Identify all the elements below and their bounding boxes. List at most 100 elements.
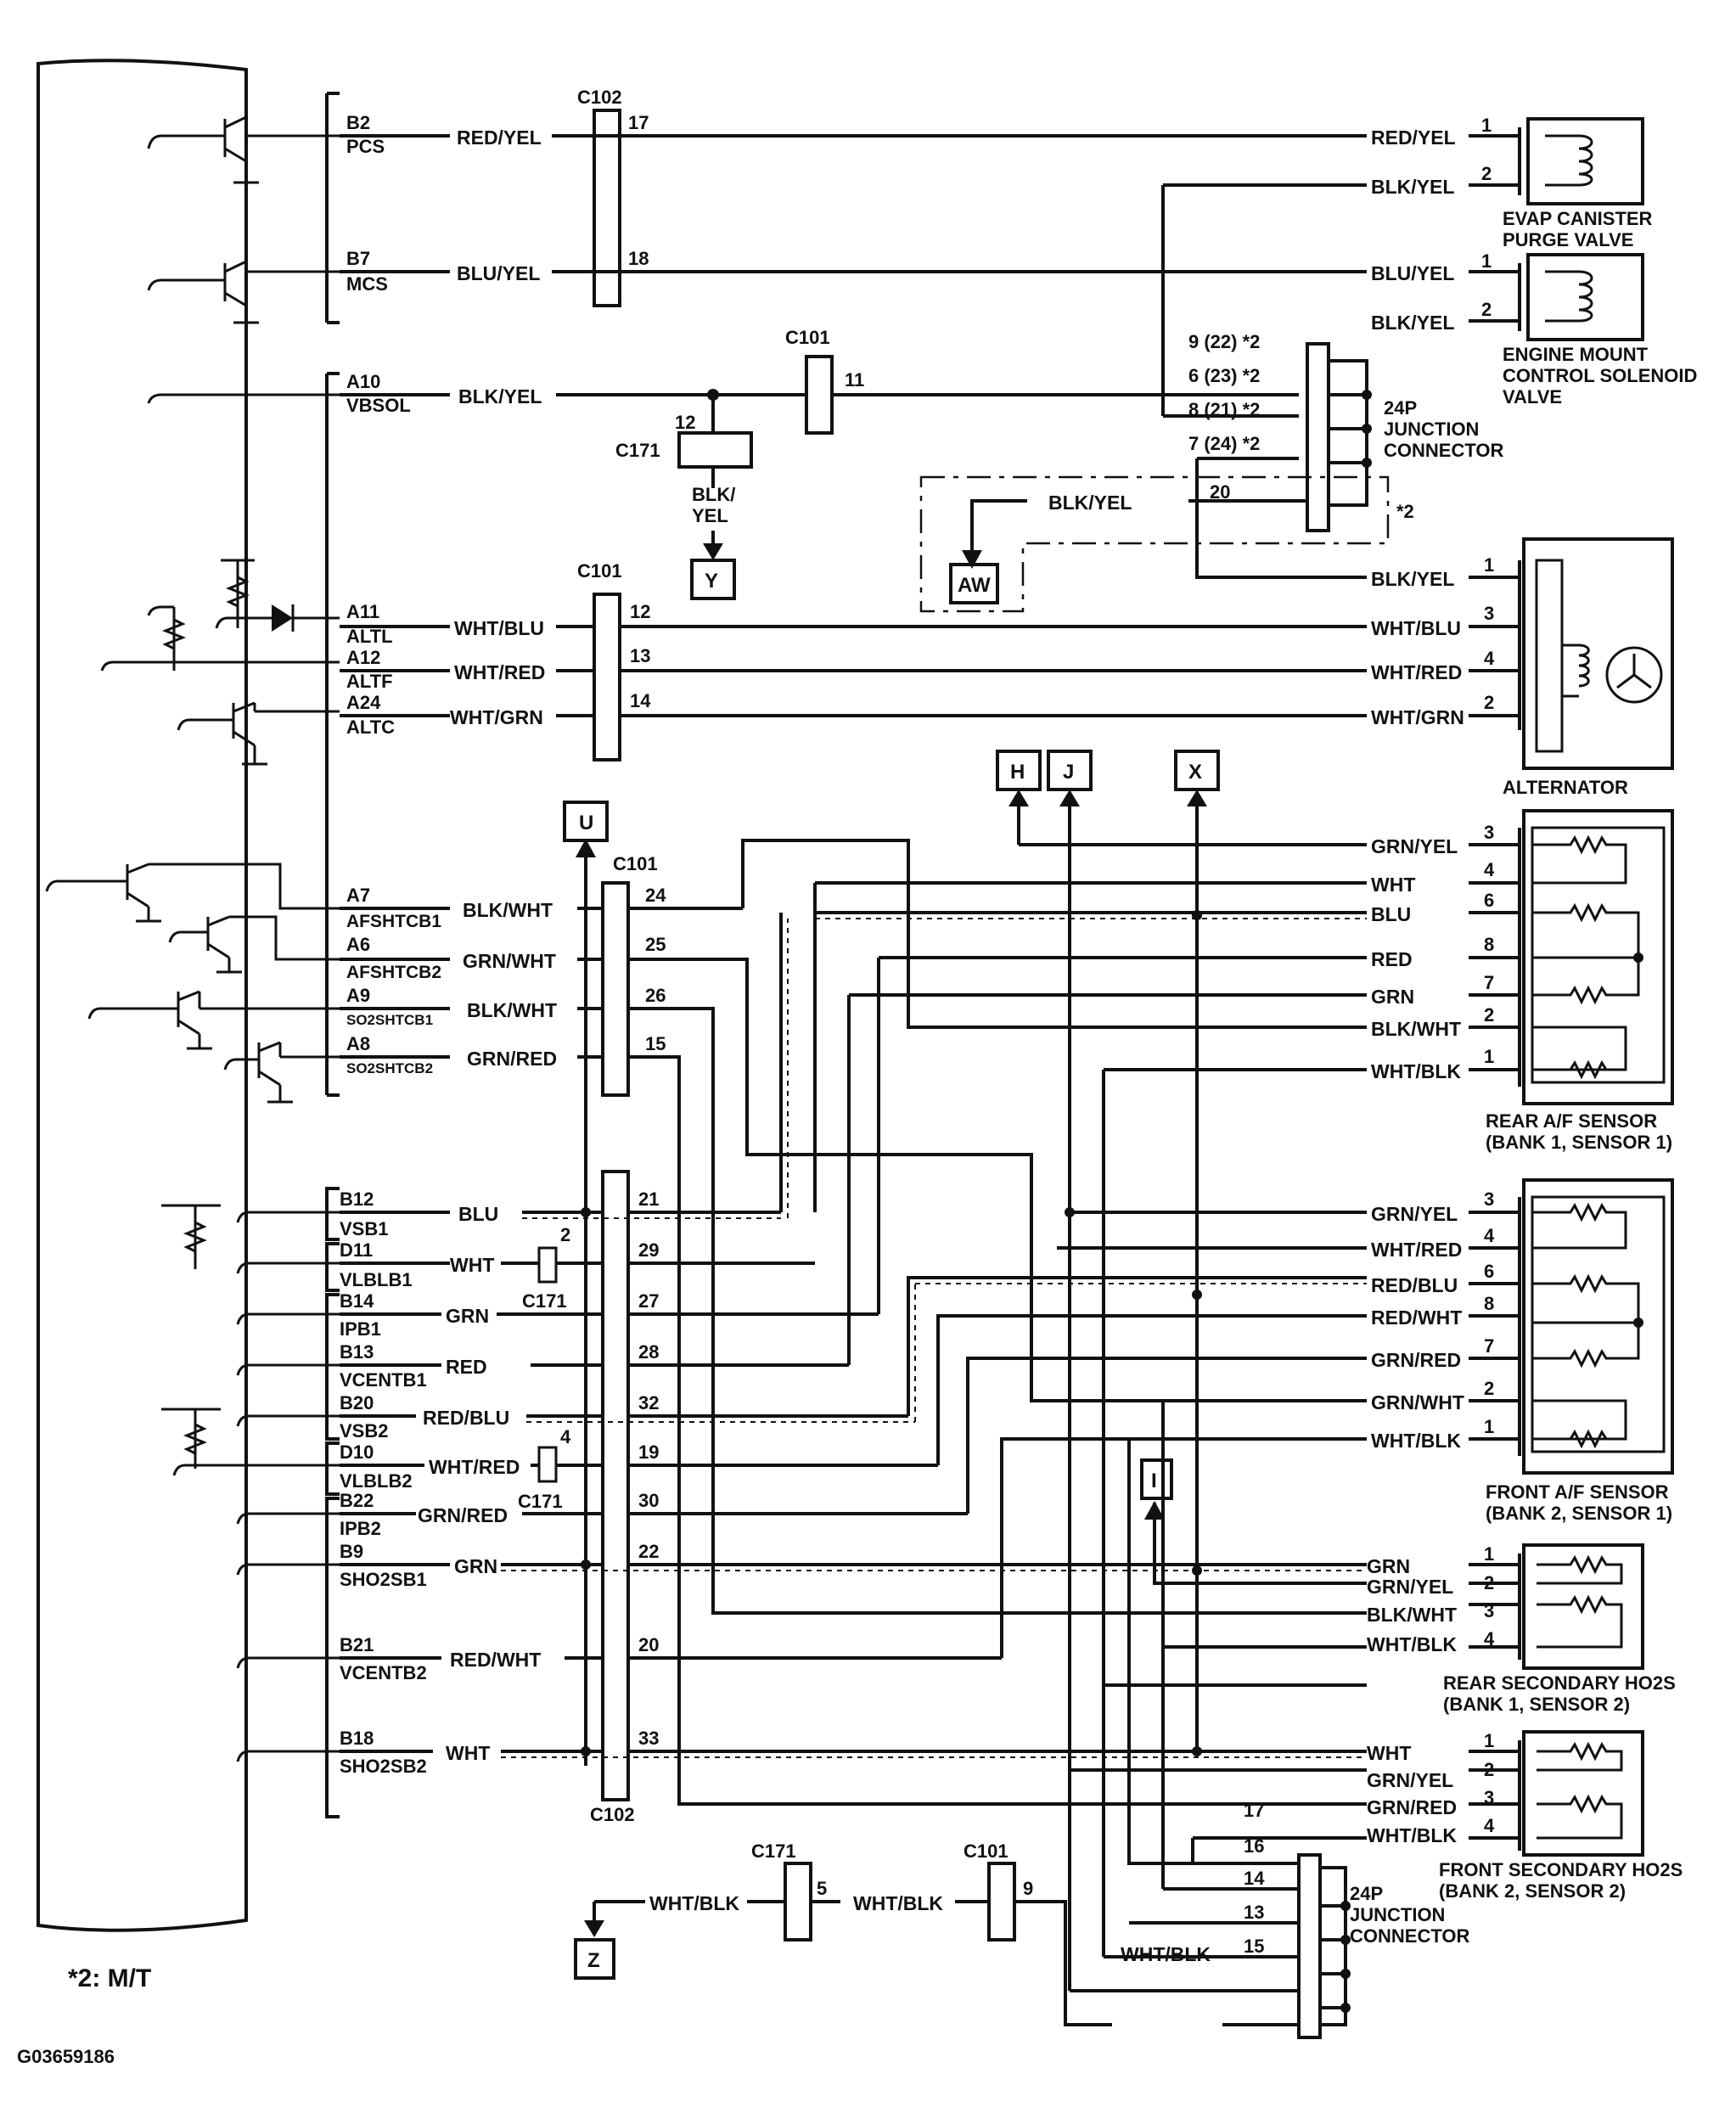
ecm-pin-name: ALTC: [346, 717, 395, 738]
rear-ho2s-body: [1518, 1543, 1644, 1670]
transistor-pcs: [147, 115, 340, 184]
wire-color-label: RED/BLU: [423, 1407, 509, 1429]
reference-labels: Y AW U H J X I Z: [579, 570, 1202, 1972]
ecm-pin-name: AFSHTCB1: [346, 912, 441, 931]
ecm-pin-name: IPB1: [340, 1318, 381, 1340]
front-af-sensor-body: [1518, 1178, 1674, 1475]
mount-name: ENGINE MOUNT: [1503, 344, 1649, 365]
wire-color-label: GRN/RED: [418, 1504, 508, 1526]
ecm-pin-name: IPB2: [340, 1518, 381, 1539]
wires-alternator: [340, 625, 1520, 717]
wire-color-label: RED: [1371, 948, 1413, 970]
ecm-pin-name: VBSOL: [346, 395, 411, 416]
ecm-pin: B20: [340, 1392, 374, 1413]
front-ho2s-name: FRONT SECONDARY HO2S: [1439, 1859, 1683, 1880]
mount-name: VALVE: [1503, 386, 1562, 407]
junction-pin: 13: [1244, 1902, 1264, 1923]
ecm-pin: B2: [346, 112, 370, 133]
connector-pin: 12: [675, 412, 695, 433]
wire-color-label: GRN/YEL: [1367, 1769, 1453, 1791]
front-ho2s-body: [1518, 1730, 1644, 1857]
ref-i: I: [1151, 1470, 1157, 1492]
wire-color-label: GRN/YEL: [1371, 1203, 1458, 1225]
component-labels: RED/YEL BLK/YEL 1 2 EVAP CANISTER PURGE …: [1367, 115, 1697, 1902]
connector-pin: 13: [630, 645, 650, 666]
wire-color-label: GRN: [446, 1305, 489, 1327]
ecm-pin: B18: [340, 1728, 374, 1749]
component-bodies: [1518, 117, 1674, 1857]
connector-pin: 11: [845, 369, 864, 391]
ref-j: J: [1063, 761, 1074, 784]
ecm-driver-circuits: [45, 115, 340, 1762]
wire-color-label: GRN/YEL: [1367, 1576, 1453, 1598]
wire-color-label: BLK/YEL: [458, 385, 542, 407]
ecm-pin-name: PCS: [346, 136, 385, 157]
component-pin: 1: [1481, 250, 1492, 272]
component-pin: 2: [1484, 692, 1494, 713]
wire-color-label: WHT/BLK: [649, 1892, 739, 1914]
wire-color-label: GRN/YEL: [1371, 835, 1458, 857]
mt-note: *2: [1396, 501, 1414, 522]
rear-af-sensor-body: [1518, 809, 1674, 1105]
connector-pin: 15: [645, 1033, 666, 1054]
wire-color-label: GRN: [454, 1555, 497, 1577]
connector-c102-label: C102: [577, 87, 622, 108]
evap-name: EVAP CANISTER: [1503, 208, 1653, 229]
connector-c101-label: C101: [964, 1840, 1008, 1862]
connector-pin: 30: [638, 1490, 659, 1511]
wire-color-label: GRN/RED: [1371, 1349, 1461, 1371]
component-pin: 4: [1484, 859, 1495, 880]
wire-color-label: WHT/BLK: [1371, 1430, 1461, 1452]
wire-color-label: RED/WHT: [450, 1649, 541, 1671]
transistor-af-heaters: [45, 863, 340, 1104]
wire-color-label: WHT/RED: [429, 1456, 520, 1478]
connector-pin: 27: [638, 1290, 659, 1312]
ref-aw: AW: [958, 574, 991, 597]
component-pin: 1: [1484, 1416, 1494, 1437]
rear-ho2s-name: REAR SECONDARY HO2S: [1443, 1672, 1676, 1694]
ref-u: U: [579, 812, 593, 835]
evap-name: PURGE VALVE: [1503, 229, 1633, 250]
wire-color-label: RED/YEL: [1371, 126, 1456, 149]
junction-title: JUNCTION: [1350, 1904, 1445, 1925]
transistor-altc: [177, 701, 340, 766]
wire-color-label: BLU: [1371, 903, 1411, 925]
ecm-pin-name: ALTL: [346, 626, 393, 647]
junction-pin: 20: [1210, 481, 1230, 503]
connector-pin: 22: [638, 1541, 659, 1562]
component-pin: 2: [1484, 1378, 1494, 1399]
component-pin: 3: [1484, 1787, 1494, 1808]
wire-color-label: WHT/BLK: [853, 1892, 943, 1914]
wire-color-label: BLU/YEL: [1371, 262, 1454, 284]
wire-color-label: GRN/RED: [1367, 1796, 1457, 1818]
connector-pin: 5: [817, 1878, 827, 1899]
component-pin: 4: [1484, 1225, 1495, 1246]
ecm-pin: B7: [346, 248, 370, 269]
wire-color-label: WHT: [450, 1254, 494, 1276]
junction-title: 24P: [1350, 1883, 1383, 1904]
component-pin: 7: [1484, 972, 1494, 993]
component-pin: 3: [1484, 1600, 1494, 1621]
wire-color-label: BLU: [458, 1203, 498, 1225]
ecm-pin-name: SO2SHTCB1: [346, 1012, 433, 1028]
component-pin: 3: [1484, 603, 1494, 624]
ecm-pin: A8: [346, 1033, 370, 1054]
wire-color-label: GRN: [1367, 1555, 1410, 1577]
footnote: *2: M/T: [68, 1964, 151, 1992]
component-pin: 1: [1484, 554, 1494, 576]
wire-color-label: BLK/YEL: [1048, 492, 1132, 514]
ecm-pin: A7: [346, 885, 370, 906]
connector-pin: 32: [638, 1392, 659, 1413]
component-pin: 2: [1484, 1004, 1494, 1026]
connector-c101-label: C101: [785, 327, 830, 348]
ecm-pin-labels: B2 PCS B7 MCS A10 VBSOL A11 ALTL A12 ALT…: [340, 112, 441, 1777]
wire-color-label: WHT/RED: [1371, 1239, 1462, 1261]
wire-color-label: WHT/BLU: [1371, 617, 1461, 639]
component-pin: 8: [1484, 934, 1494, 955]
ecm-pin-name: SO2SHTCB2: [346, 1060, 433, 1076]
component-pin: 1: [1484, 1046, 1494, 1067]
alternator-body: [1518, 537, 1674, 770]
connector-pin: 9: [1023, 1878, 1033, 1899]
